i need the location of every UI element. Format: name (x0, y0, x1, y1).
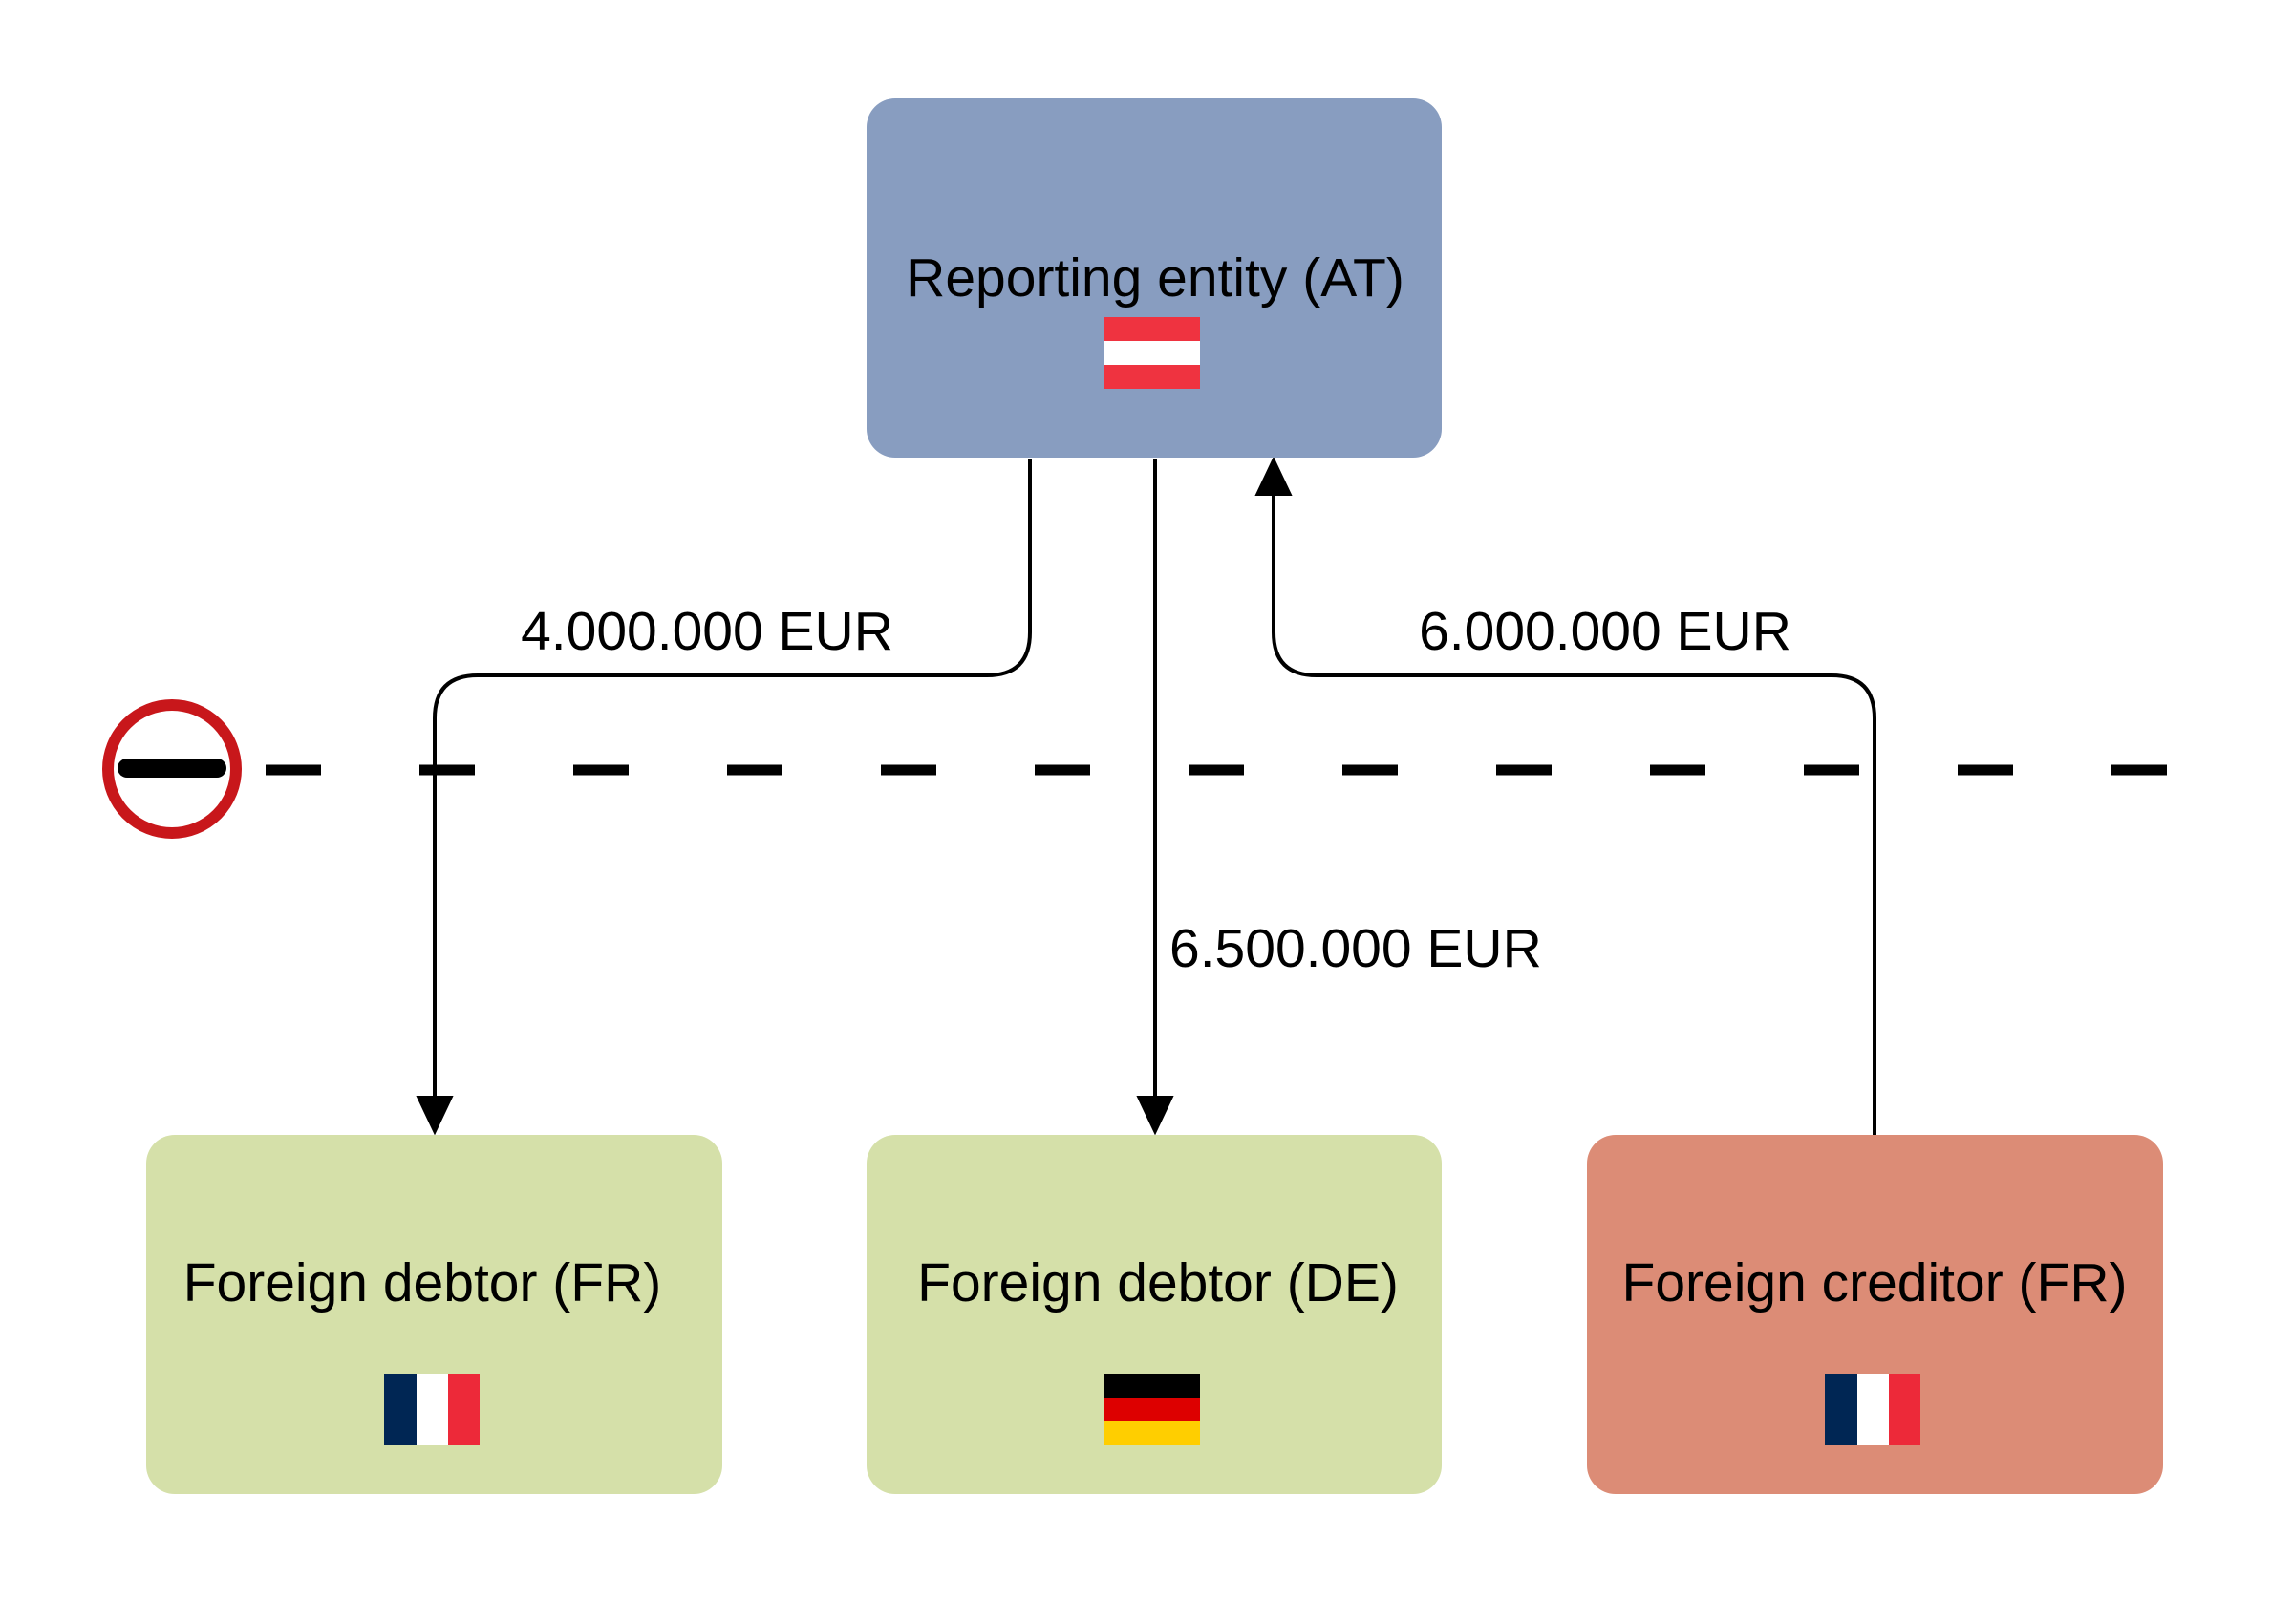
edge-label-debtor-fr: 4.000.000 EUR (521, 601, 893, 662)
node-debtor-fr[interactable]: Foreign debtor (FR) (146, 1135, 722, 1494)
austria-flag-icon (1104, 317, 1200, 389)
node-debtor-de-box[interactable] (867, 1135, 1442, 1494)
nodes: Reporting entity (AT) Foreign debtor (FR… (146, 98, 2163, 1494)
node-creditor-fr-box[interactable] (1587, 1135, 2163, 1494)
edge-to-debtor-fr[interactable] (416, 459, 1032, 1136)
edge-from-creditor-fr-line[interactable] (1272, 495, 1876, 1135)
edge-to-debtor-fr-line[interactable] (433, 459, 1032, 1097)
node-debtor-de[interactable]: Foreign debtor (DE) (867, 1135, 1442, 1494)
no-entry-icon (102, 699, 242, 839)
edge-label-debtor-de: 6.500.000 EUR (1169, 918, 1542, 979)
edge-label-creditor-fr: 6.000.000 EUR (1419, 601, 1791, 662)
border (102, 699, 2188, 839)
node-creditor-fr[interactable]: Foreign creditor (FR) (1587, 1135, 2163, 1494)
node-reporting-entity-label: Reporting entity (AT) (906, 247, 1404, 309)
germany-flag-icon (1104, 1374, 1200, 1445)
edge-from-creditor-fr[interactable] (1254, 456, 1876, 1135)
france-flag-icon (1825, 1374, 1920, 1445)
france-flag-icon (384, 1374, 480, 1445)
node-reporting-entity[interactable]: Reporting entity (AT) (867, 98, 1442, 458)
arrowhead-debtor-de (1136, 1096, 1174, 1136)
arrowhead-reporting-entity (1254, 456, 1293, 496)
node-creditor-fr-label: Foreign creditor (FR) (1622, 1252, 2128, 1314)
node-debtor-fr-label: Foreign debtor (FR) (183, 1252, 662, 1314)
node-debtor-fr-box[interactable] (146, 1135, 722, 1494)
arrowhead-debtor-fr (416, 1096, 454, 1136)
edges: 4.000.000 EUR 6.500.000 EUR 6.000.000 EU… (416, 456, 1876, 1136)
node-reporting-entity-box[interactable] (867, 98, 1442, 458)
node-debtor-de-label: Foreign debtor (DE) (917, 1252, 1399, 1314)
edge-to-debtor-de[interactable] (1136, 459, 1174, 1136)
